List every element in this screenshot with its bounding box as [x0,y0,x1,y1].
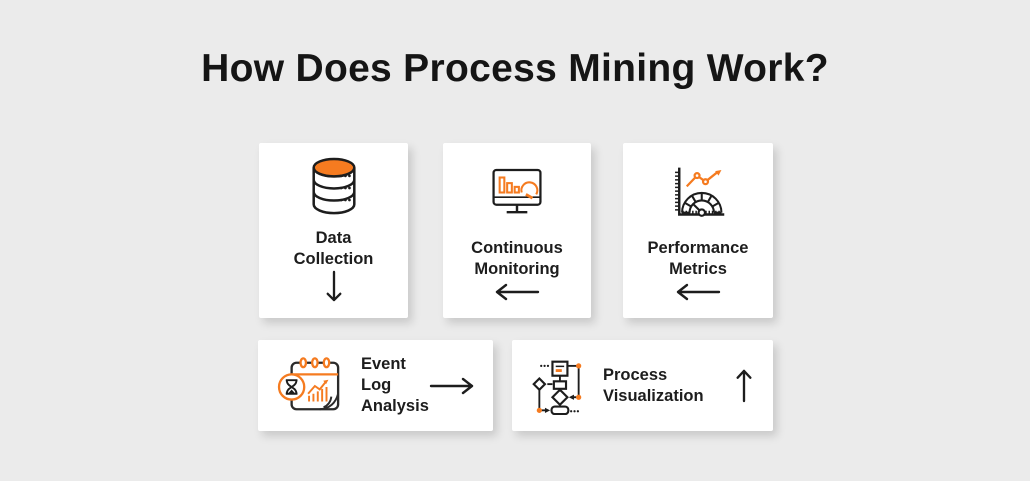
card-process-visualization: Process Visualization [512,340,773,431]
down-arrow-icon [322,270,346,303]
up-arrow-icon [733,368,755,403]
left-arrow-icon [675,282,721,302]
right-arrow-icon [429,376,475,396]
card-performance-metrics: Performance Metrics [623,143,773,318]
card-label: Performance Metrics [647,239,749,278]
monitor-dashboard-icon [487,155,547,229]
left-arrow-icon [494,282,540,302]
card-label: Event Log Analysis [361,355,429,415]
flowchart-icon [530,357,588,415]
calendar-hourglass-chart-icon [276,355,346,417]
card-label: Data Collection [293,229,374,268]
card-event-log-analysis: Event Log Analysis [258,340,493,431]
database-icon [305,155,363,219]
page-title: How Does Process Mining Work? [201,47,829,90]
card-continuous-monitoring: Continuous Monitoring [443,143,591,318]
card-label: Continuous Monitoring [471,239,563,278]
gauge-graph-icon [668,155,728,229]
card-data-collection: Data Collection [259,143,408,318]
card-label: Process Visualization [603,365,704,405]
